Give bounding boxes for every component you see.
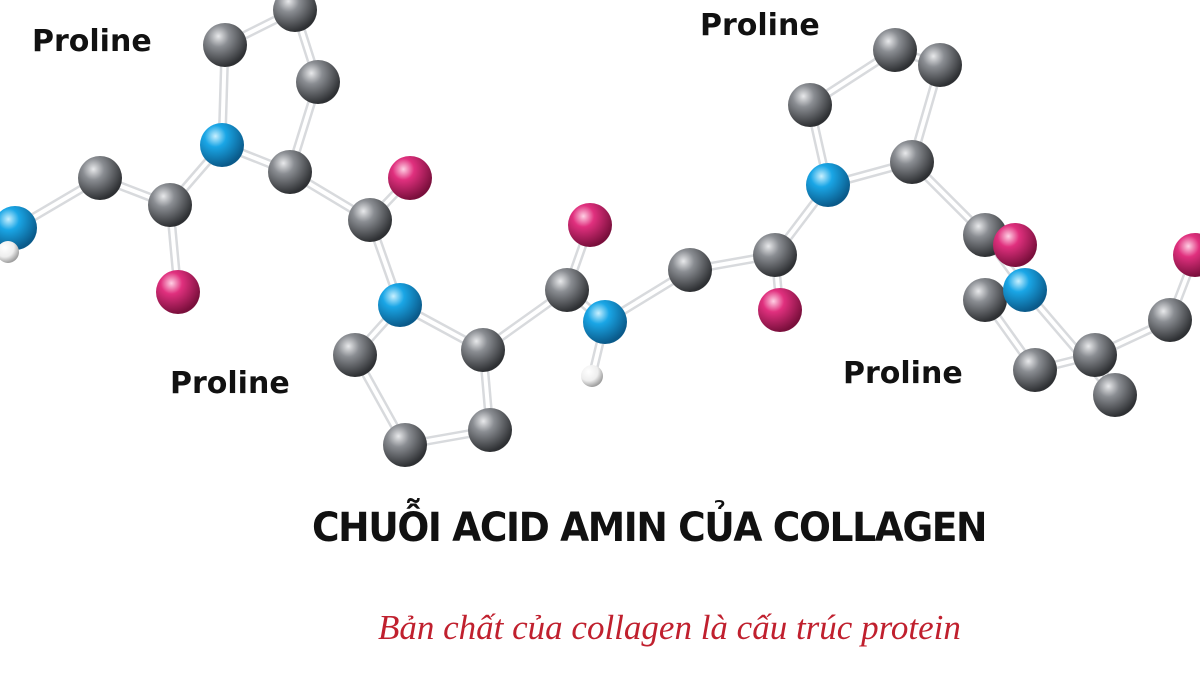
carbon-atom [348,198,392,242]
carbon-atom [148,183,192,227]
nitrogen-atom [806,163,850,207]
carbon-atom [78,156,122,200]
proline-label-bottom-left: Proline [170,366,290,401]
proline-label-top-left: Proline [32,24,152,59]
carbon-atom [468,408,512,452]
proline-label-top-right: Proline [700,8,820,43]
diagram-title: CHUỖI ACID AMIN CỦA COLLAGEN [312,505,988,551]
carbon-atom [753,233,797,277]
hydrogen-atom [0,241,19,263]
diagram-subtitle: Bản chất của collagen là cấu trúc protei… [378,608,961,647]
carbon-atom [1093,373,1137,417]
carbon-atom [788,83,832,127]
hydrogen-atom [581,365,603,387]
proline-label-bottom-right: Proline [843,356,963,391]
carbon-atom [890,140,934,184]
oxygen-atom [1173,233,1200,277]
oxygen-atom [993,223,1037,267]
carbon-atom [333,333,377,377]
carbon-atom [296,60,340,104]
oxygen-atom [758,288,802,332]
nitrogen-atom [1003,268,1047,312]
carbon-atom [1013,348,1057,392]
carbon-atom [1073,333,1117,377]
nitrogen-atom [200,123,244,167]
carbon-atom [668,248,712,292]
nitrogen-atom [0,206,37,250]
carbon-atom [918,43,962,87]
oxygen-atom [388,156,432,200]
carbon-atom [873,28,917,72]
carbon-atom [963,278,1007,322]
carbon-atom [268,150,312,194]
carbon-atom [545,268,589,312]
oxygen-atom [156,270,200,314]
carbon-atom [1148,298,1192,342]
nitrogen-atom [378,283,422,327]
oxygen-atom [568,203,612,247]
carbon-atom [461,328,505,372]
bond [1023,288,1117,397]
carbon-atom [383,423,427,467]
carbon-atom [203,23,247,67]
carbon-atom [273,0,317,32]
nitrogen-atom [583,300,627,344]
